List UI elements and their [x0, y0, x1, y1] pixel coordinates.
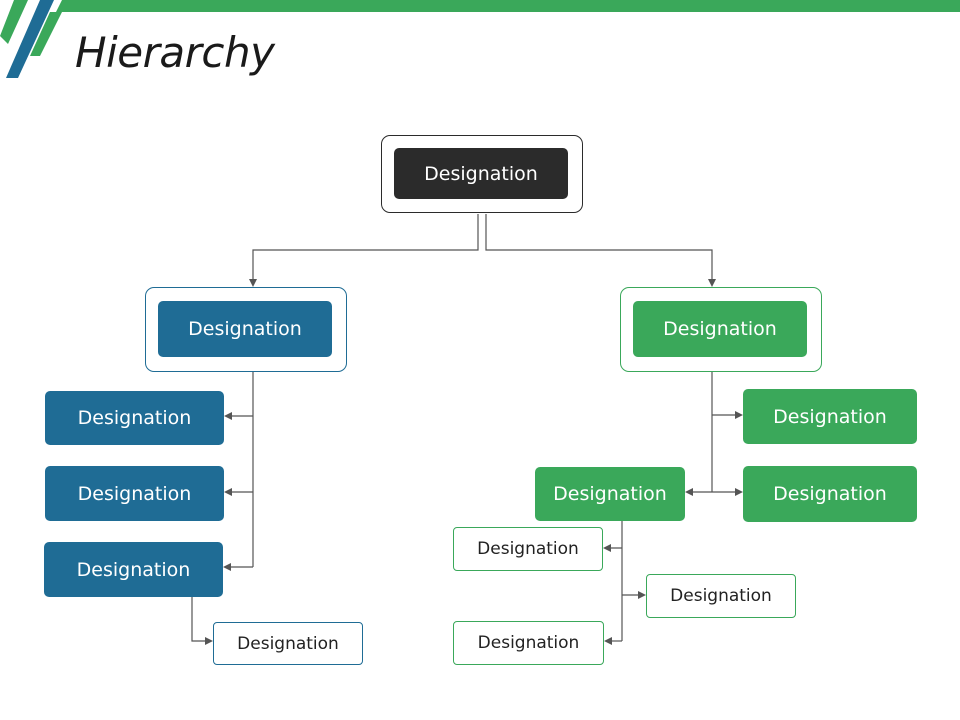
connector-root-right [485, 214, 716, 287]
left-grandchild-node[interactable]: Designation [213, 622, 363, 665]
left-head-node[interactable]: Designation [158, 301, 332, 357]
left-child-2-node[interactable]: Designation [45, 466, 224, 521]
root-node[interactable]: Designation [394, 148, 568, 199]
right-grandchild-3-node[interactable]: Designation [453, 621, 604, 665]
green-slash-stripe-2 [30, 12, 62, 56]
left-child-3-node[interactable]: Designation [44, 542, 223, 597]
blue-slash-stripe [6, 0, 54, 78]
right-child-3-node[interactable]: Designation [535, 467, 685, 521]
right-grandchild-1-node[interactable]: Designation [453, 527, 603, 571]
green-slash-stripe [0, 0, 28, 44]
right-child-2-node[interactable]: Designation [743, 466, 917, 522]
right-head-node[interactable]: Designation [633, 301, 807, 357]
connector-left-gc [191, 597, 213, 645]
connector-root-left [249, 214, 479, 287]
page-title: Hierarchy [75, 28, 275, 77]
right-child-1-node[interactable]: Designation [743, 389, 917, 444]
top-green-bar [56, 0, 960, 12]
right-grandchild-2-node[interactable]: Designation [646, 574, 796, 618]
left-child-1-node[interactable]: Designation [45, 391, 224, 445]
